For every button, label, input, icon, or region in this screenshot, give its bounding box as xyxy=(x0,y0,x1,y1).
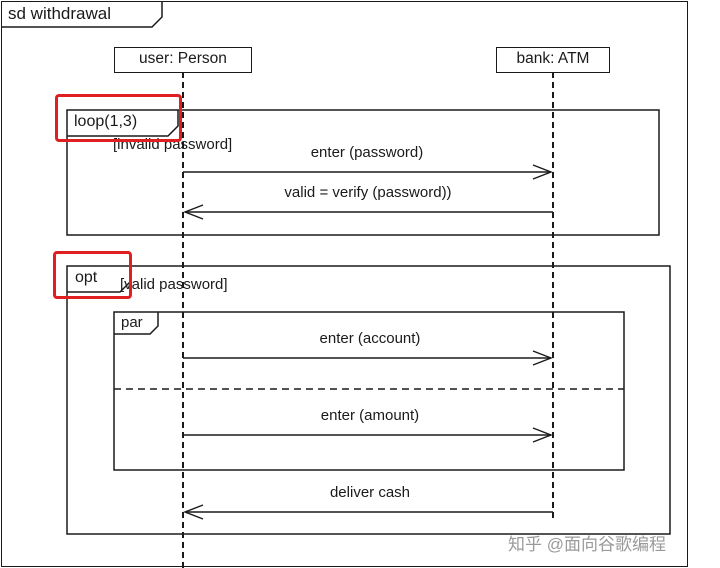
msg-enter-account-label: enter (account) xyxy=(319,330,421,347)
sd-frame-label: sd withdrawal xyxy=(8,4,111,23)
lifeline-user-head: user: Person xyxy=(114,47,252,73)
loop-fragment xyxy=(66,109,660,236)
sd-frame-tag xyxy=(1,1,163,28)
opt-operator-label: opt xyxy=(75,269,98,286)
par-operator-label: par xyxy=(121,314,143,331)
opt-guard: [valid password] xyxy=(120,276,228,293)
opt-fragment xyxy=(66,265,671,535)
lifeline-bank-label: bank: ATM xyxy=(516,50,590,67)
watermark: 知乎 @面向谷歌编程 xyxy=(508,535,666,554)
loop-highlight xyxy=(55,94,182,142)
msg-enter-password-label: enter (password) xyxy=(310,144,424,161)
opt-highlight xyxy=(53,251,132,299)
par-fragment-tag xyxy=(114,312,159,335)
loop-operator-label: loop(1,3) xyxy=(74,113,138,130)
loop-fragment-tag xyxy=(67,110,179,137)
lifeline-bank-head: bank: ATM xyxy=(496,47,610,73)
par-fragment xyxy=(113,311,625,471)
msg-verify-label: valid = verify (password)) xyxy=(284,184,452,201)
lifeline-user-label: user: Person xyxy=(139,50,227,67)
msg-deliver-cash-label: deliver cash xyxy=(329,484,411,501)
sd-frame xyxy=(1,1,688,567)
msg-enter-amount-label: enter (amount) xyxy=(320,407,420,424)
